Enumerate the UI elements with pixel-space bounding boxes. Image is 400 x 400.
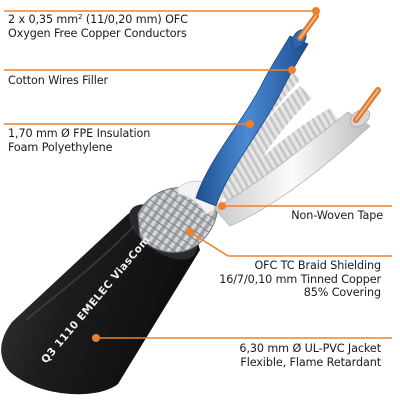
- leader-braid: [189, 231, 229, 257]
- label-insulation-line2: Foam Polyethylene: [8, 140, 113, 154]
- label-conductors-line2: Oxygen Free Copper Conductors: [8, 26, 187, 40]
- leader-dots: [92, 7, 320, 342]
- label-conductors: 2 x 0,35 mm2 (11/0,20 mm) OFC Oxygen Fre…: [8, 13, 188, 40]
- dot-jacket: [92, 334, 100, 342]
- leader-lines: [4, 10, 392, 339]
- label-tape-line1: Non-Woven Tape: [291, 209, 383, 222]
- label-jacket-line2: Flexible, Flame Retardant: [240, 355, 381, 369]
- label-insulation-line1: 1,70 mm Ø FPE Insulation: [8, 127, 151, 140]
- label-conductors-line1: 2 x 0,35 mm2 (11/0,20 mm) OFC: [8, 13, 188, 27]
- white-insulated-conductor: [213, 87, 381, 227]
- conductors-spec: (11/0,20 mm) OFC: [82, 13, 188, 26]
- label-jacket-line1: 6,30 mm Ø UL-PVC Jacket: [239, 342, 381, 355]
- dot-insulation: [246, 120, 254, 128]
- dot-filler: [288, 66, 296, 74]
- dot-braid: [186, 228, 194, 236]
- label-filler: Cotton Wires Filler: [8, 74, 108, 88]
- label-insulation: 1,70 mm Ø FPE Insulation Foam Polyethyle…: [8, 127, 150, 154]
- label-filler-line1: Cotton Wires Filler: [8, 74, 108, 87]
- conductors-size: 2 x 0,35 mm: [8, 13, 79, 26]
- label-braid-line1: OFC TC Braid Shielding: [254, 259, 381, 272]
- label-tape: Non-Woven Tape: [291, 209, 383, 223]
- label-braid: OFC TC Braid Shielding 16/7/0,10 mm Tinn…: [219, 259, 381, 300]
- dot-conductors: [312, 7, 320, 15]
- label-braid-line3: 85% Covering: [303, 286, 381, 300]
- dot-tape: [218, 202, 226, 210]
- label-braid-line2: 16/7/0,10 mm Tinned Copper: [219, 272, 381, 286]
- label-jacket: 6,30 mm Ø UL-PVC Jacket Flexible, Flame …: [239, 342, 381, 369]
- conductors-size-sup: 2: [78, 13, 83, 21]
